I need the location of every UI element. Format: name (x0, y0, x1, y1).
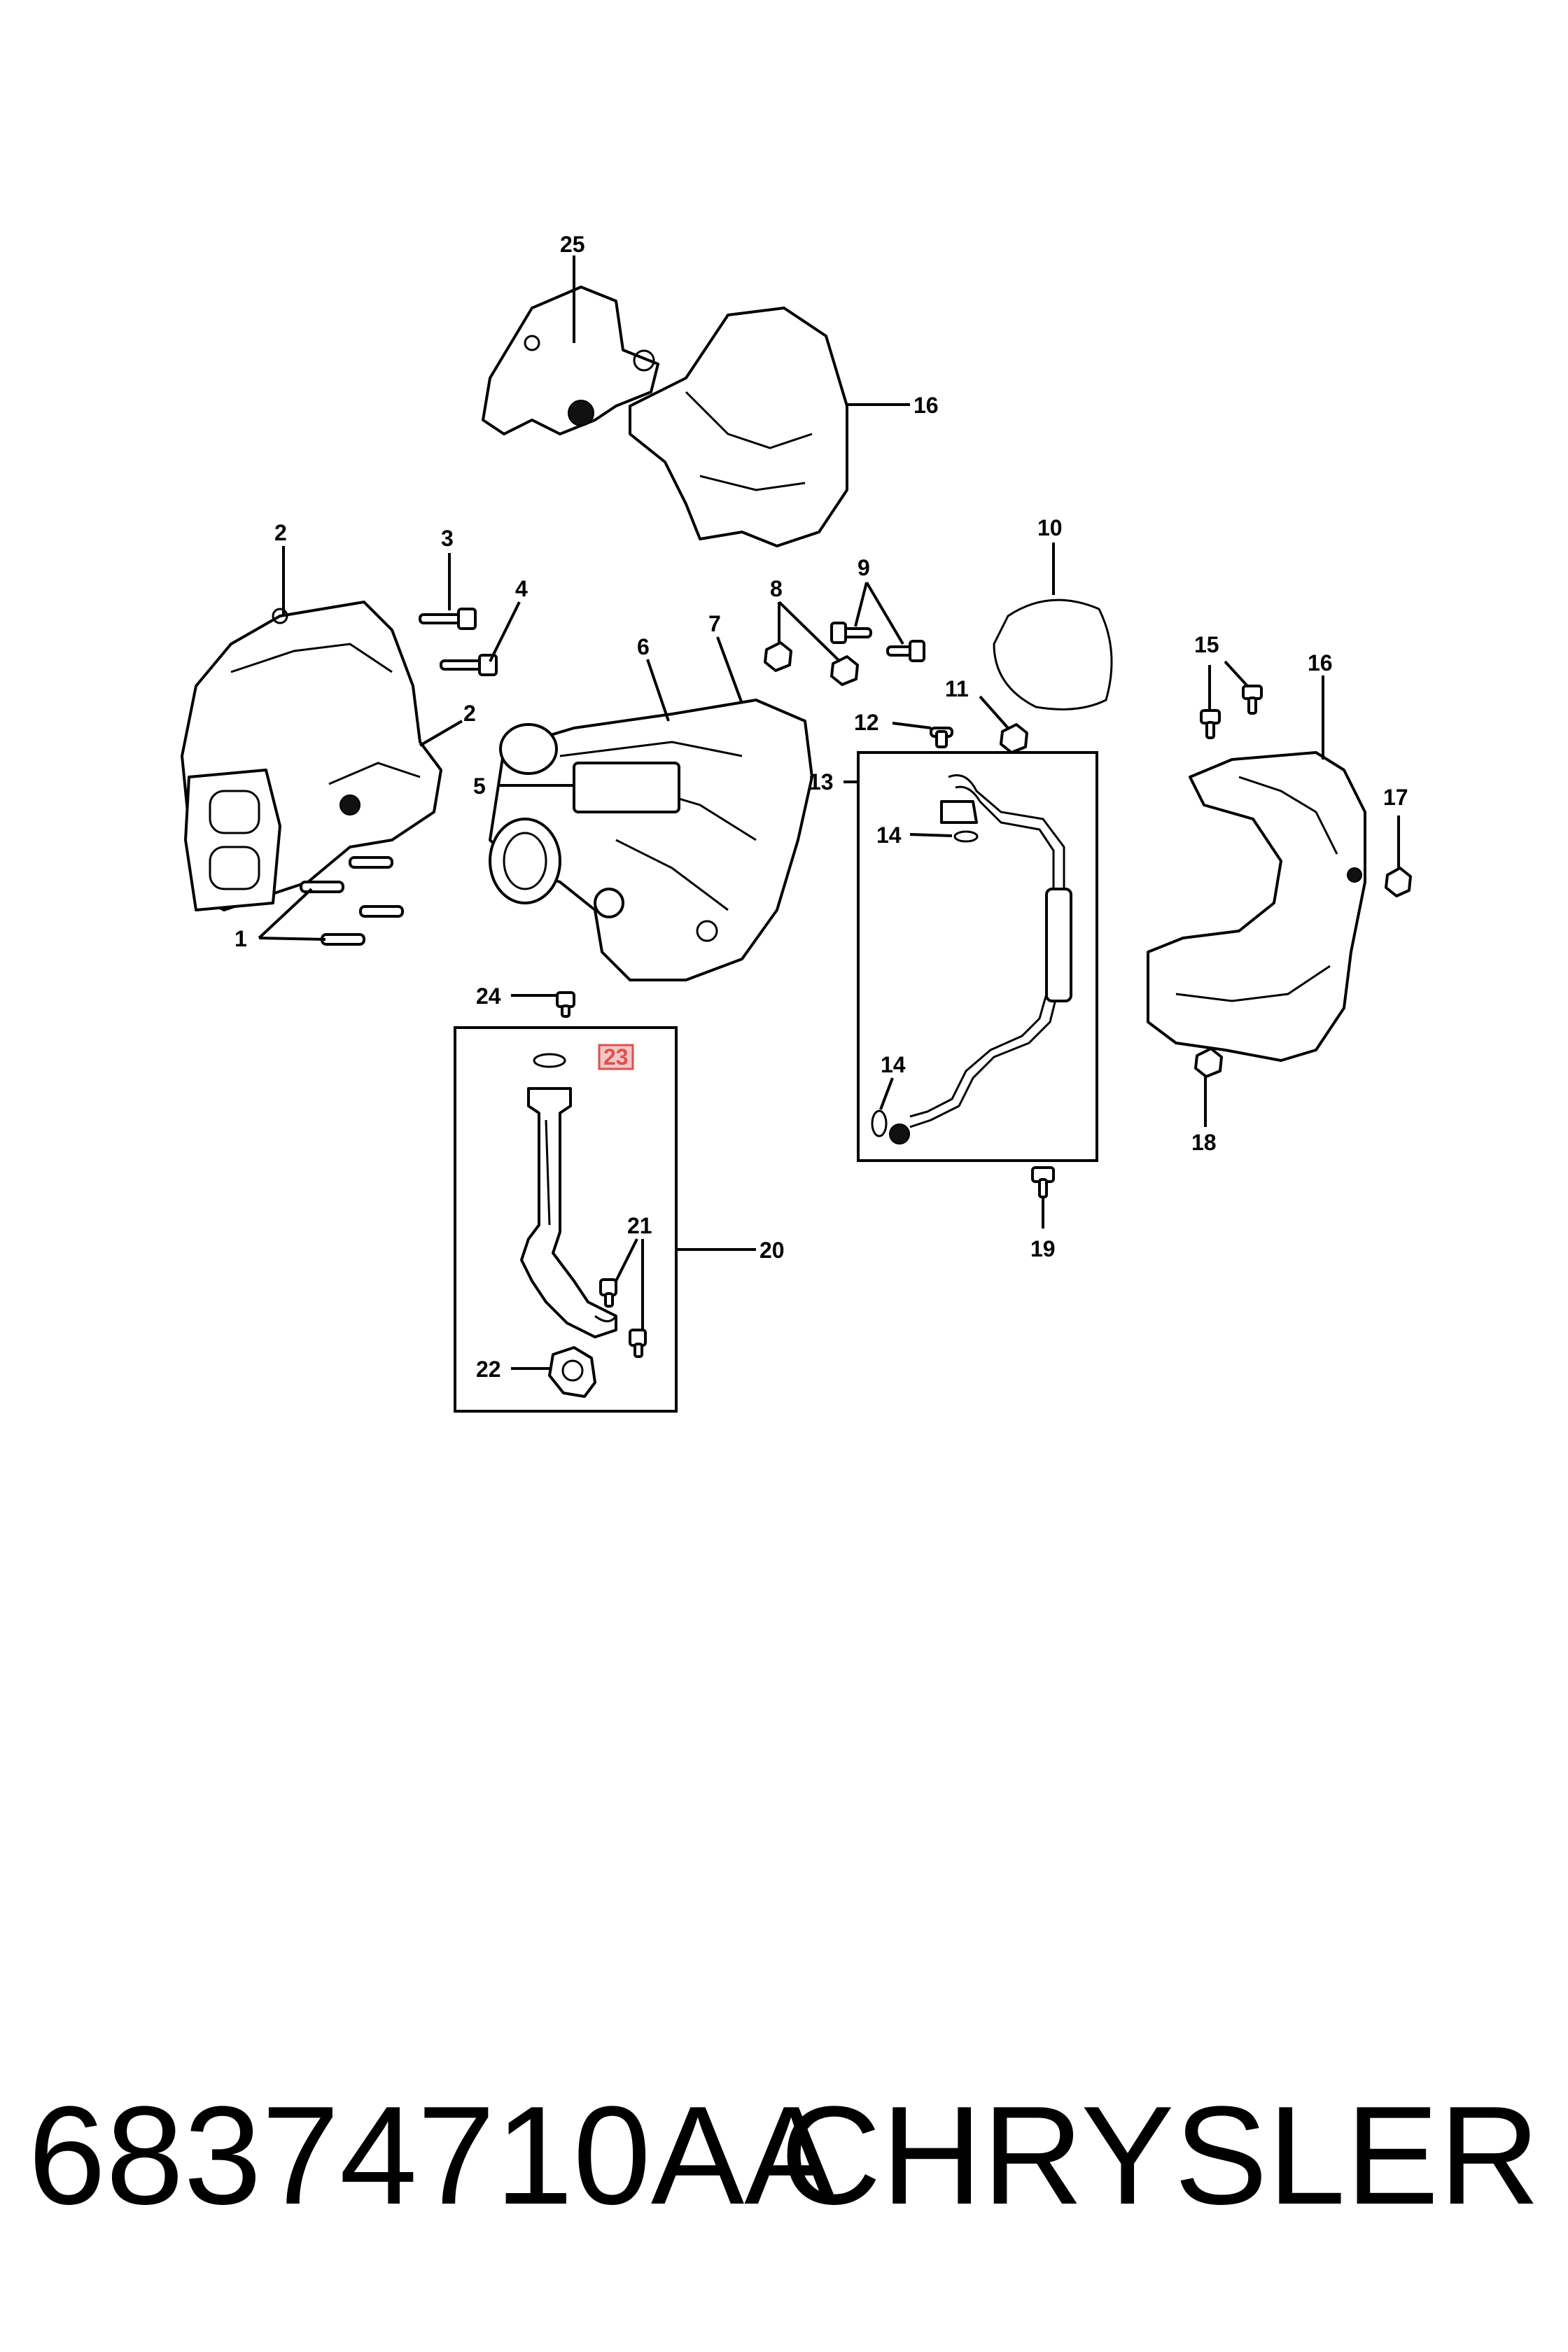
leader-11 (979, 695, 1009, 729)
part-10-gasket-ring (993, 598, 1113, 710)
part-12-bolt (930, 727, 953, 748)
callout-18: 18 (1191, 1130, 1217, 1155)
part-19-bolt (1031, 1166, 1055, 1198)
callout-8: 8 (770, 576, 783, 601)
turbocharger-assembly (489, 699, 813, 981)
brand-name: CHRYSLER (780, 2078, 1540, 2234)
callout-20: 20 (760, 1238, 785, 1263)
callout-14-top: 14 (876, 822, 902, 848)
callout-23: 23 (603, 1044, 629, 1070)
callout-10: 10 (1037, 515, 1063, 540)
leader-2-mid (419, 720, 463, 747)
callout-23-highlight (598, 1044, 634, 1070)
callout-2-top: 2 (274, 520, 287, 545)
part-23-seal (533, 1053, 566, 1068)
leader-8b (778, 601, 841, 663)
callout-4: 4 (515, 576, 528, 601)
leader-14-bottom (879, 1077, 894, 1110)
leader-9b (865, 581, 904, 645)
leader-9a (854, 582, 868, 627)
leader-4 (489, 601, 521, 662)
leader-21a (615, 1238, 638, 1282)
callout-15: 15 (1194, 632, 1219, 657)
callout-6: 6 (637, 634, 650, 659)
part-16-heat-shield-right (1147, 751, 1366, 1062)
leader-6 (646, 659, 670, 722)
manifold-gasket (184, 769, 281, 911)
leader-15b (1224, 660, 1249, 687)
part-20-box (454, 1026, 678, 1413)
part-14-washers (871, 830, 979, 1138)
part-13-box (857, 751, 1098, 1162)
part-17-nut (1385, 867, 1412, 897)
leader-7 (716, 636, 743, 704)
part-1-studs (300, 856, 404, 946)
part-15-bolts (1200, 685, 1263, 739)
part-3-bolt (419, 608, 477, 630)
part-8-nut (764, 641, 859, 686)
callout-17: 17 (1383, 785, 1408, 810)
part-25-bracket (482, 286, 659, 435)
callout-7: 7 (708, 611, 721, 636)
part-16-upper-heat-shield (629, 307, 848, 547)
part-9-bolts (830, 622, 925, 662)
part-20-oil-return-tube (520, 1087, 617, 1338)
callout-1: 1 (234, 926, 247, 951)
callout-5: 5 (473, 774, 486, 799)
callout-16-right: 16 (1308, 650, 1333, 676)
callout-24: 24 (476, 983, 501, 1009)
leader-1b (258, 937, 326, 941)
leader-14-top (909, 833, 953, 837)
part-18-nut (1194, 1047, 1223, 1078)
footer: 68374710AA CHRYSLER (28, 2072, 1540, 2240)
callout-25: 25 (560, 232, 585, 257)
callout-16-top: 16 (913, 393, 939, 418)
callout-12: 12 (854, 710, 879, 735)
callout-21: 21 (627, 1213, 652, 1238)
part-13-oil-feed-tube (889, 774, 1072, 1144)
part-21-bolts (599, 1278, 647, 1358)
callout-2-mid: 2 (463, 701, 476, 726)
callout-11: 11 (945, 676, 969, 701)
callout-22: 22 (476, 1357, 501, 1382)
leader-12 (892, 722, 932, 729)
callout-14-bottom: 14 (881, 1052, 906, 1077)
part-11-nut (1000, 723, 1028, 754)
callout-19: 19 (1030, 1236, 1056, 1261)
part-4-bolt (440, 654, 498, 676)
leader-1 (258, 888, 313, 939)
part-number: 68374710AA (28, 2078, 838, 2234)
callout-9: 9 (858, 555, 870, 580)
part-24-bolt (556, 991, 575, 1018)
part-22-gasket (548, 1346, 596, 1398)
callout-3: 3 (441, 526, 454, 551)
callout-13: 13 (808, 769, 834, 794)
